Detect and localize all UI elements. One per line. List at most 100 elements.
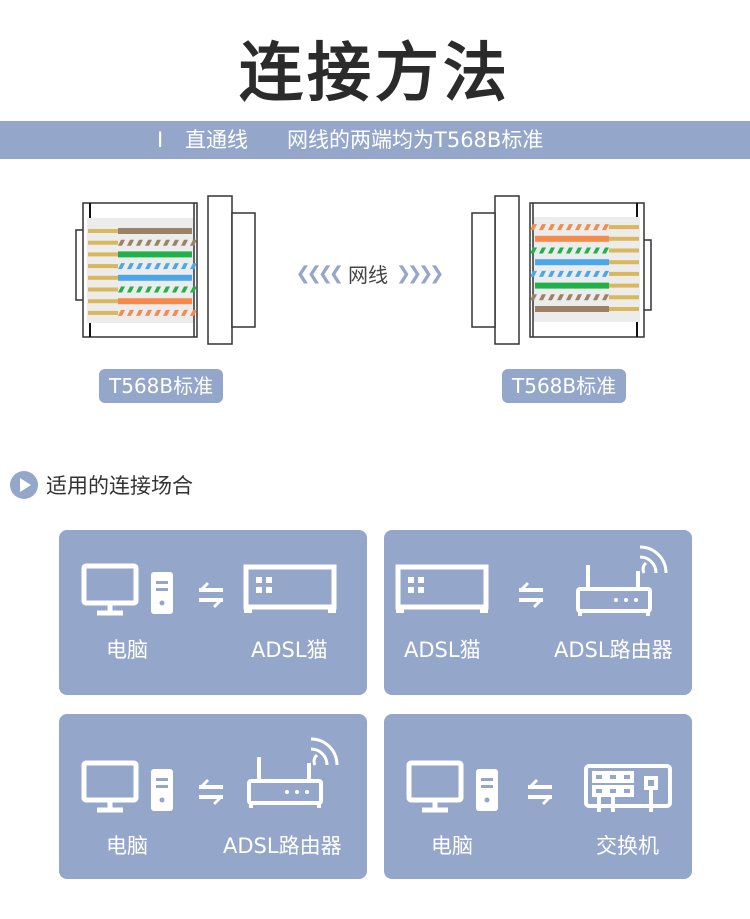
swap-arrows-icon [528,779,552,805]
section-header: 适用的连接场合 [10,470,193,500]
wire-pin [88,240,118,245]
wire-stripe [154,263,161,270]
wire-stripe [145,309,152,316]
wire-stripe [539,224,546,231]
cable-label: 网线 [348,262,388,287]
modem-icon [394,563,494,619]
swap-arrows-icon [519,582,543,608]
wire-stripe [136,239,143,246]
scenario-left-label: 电脑 [431,834,473,858]
connector-left-label: T568B标准 [99,369,224,403]
wire [118,228,192,234]
wire-pin [88,229,118,233]
wire-stripe [172,286,179,293]
wire-pin [609,236,639,241]
banner: I 直通线 网线的两端均为T568B标准 [0,121,750,159]
wire-pin [609,283,639,288]
wire-stripe [584,270,591,277]
scenario-left-label: 电脑 [106,638,148,662]
computer-icon [81,760,181,820]
wire-stripe [190,239,197,246]
wire-pin [609,225,639,230]
wire-stripe [593,224,600,231]
wire-stripe [163,309,170,316]
wire-stripe [118,239,125,246]
wire-stripe [181,239,188,246]
wire-stripe [557,247,564,254]
wire-stripe [530,247,537,254]
wire-stripe [127,286,134,293]
wire [535,259,609,266]
router-icon [247,737,339,810]
wire-pin [609,271,639,276]
wire-stripe [575,294,582,301]
wire [118,251,192,258]
scenario-right-label: ADSL路由器 [223,834,342,858]
wire [535,282,609,289]
cable-type: 直通线 [185,128,248,152]
wire [535,235,609,242]
wire-stripe [172,263,179,270]
wire-stripe [163,239,170,246]
wire-pin [88,264,118,269]
scenario-left-label: ADSL猫 [404,638,481,662]
scenario-card-modem-router: ADSL猫 ADSL路由器 [384,530,692,695]
wire-pin [609,260,639,265]
rj45-connector-right-icon [471,195,652,345]
wire-stripe [584,247,591,254]
wire-stripe [154,309,161,316]
wire-stripe [566,224,573,231]
wire-pin [609,248,639,253]
computer-icon [406,760,506,820]
swap-arrows-icon [199,582,223,608]
switch-icon [584,764,672,814]
wire-stripe [163,263,170,270]
wire-stripe [145,263,152,270]
wire-stripe [136,263,143,270]
wire-stripe [557,224,564,231]
scenario-right-label: 交换机 [596,834,659,858]
wire-stripe [163,286,170,293]
wire-stripe [118,286,125,293]
wire-stripe [172,309,179,316]
wire-stripe [136,309,143,316]
wire-stripe [593,247,600,254]
wire-stripe [181,286,188,293]
wire-stripe [566,247,573,254]
connector-right-label: T568B标准 [502,369,627,403]
wire [535,306,609,312]
cable-indicator: ❮❮❮❮ 网线 ❯❯❯❯ [268,258,468,288]
modem-icon [242,563,342,619]
wire-stripe [127,263,134,270]
wire-stripe [539,294,546,301]
wire-stripe [602,224,609,231]
wire-stripe [181,263,188,270]
wire-stripe [127,239,134,246]
scenario-right-label: ADSL猫 [251,638,328,662]
wire-stripe [190,286,197,293]
wire-stripe [575,224,582,231]
banner-divider: I [157,128,164,152]
wire-stripe [575,247,582,254]
wire-stripe [530,270,537,277]
wire-stripe [190,263,197,270]
wire-pin [88,287,118,292]
wire-stripe [602,247,609,254]
wire-stripe [154,286,161,293]
wire-stripe [539,270,546,277]
wire-stripe [584,294,591,301]
wire-pin [88,299,118,304]
wire-stripe [136,286,143,293]
wire-pin [88,252,118,257]
wire-pin [609,307,639,311]
wire-stripe [557,294,564,301]
wire-stripe [602,270,609,277]
wire-stripe [118,309,125,316]
wire-stripe [566,294,573,301]
router-icon [576,545,668,618]
wire-stripe [145,239,152,246]
swap-arrows-icon [199,779,223,805]
wire-stripe [530,224,537,231]
wire-stripe [539,247,546,254]
wire-stripe [584,224,591,231]
